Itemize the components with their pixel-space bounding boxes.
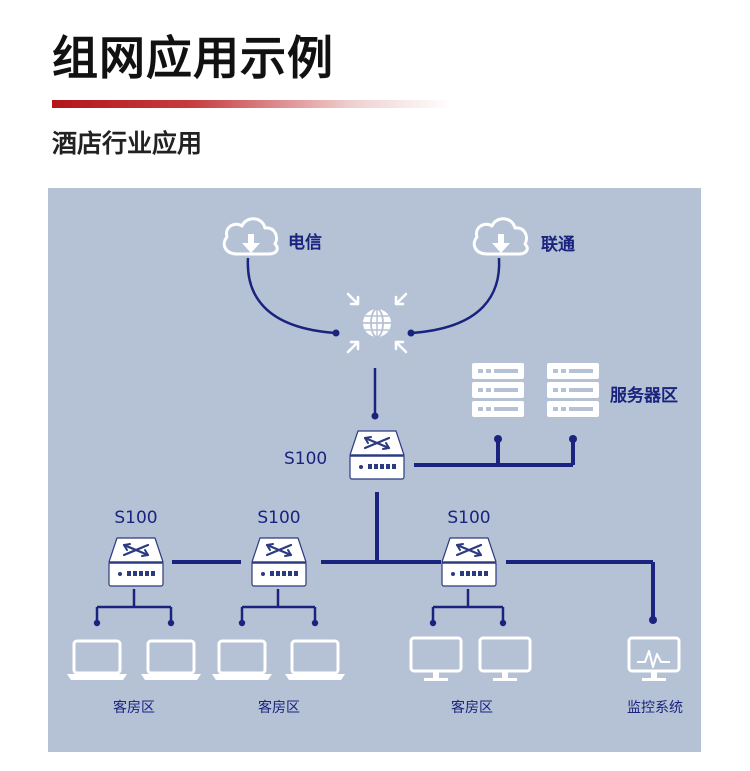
surveillance-monitor-icon	[627, 636, 681, 683]
monitor-icon-2	[478, 636, 532, 683]
monitor-icon-1	[409, 636, 463, 683]
cloud-download-icon-telecom	[222, 217, 279, 256]
label-isp-telecom: 电信	[288, 232, 322, 253]
laptop-icon-3	[210, 639, 274, 682]
label-guest-room-1: 客房区	[113, 699, 155, 716]
page-title: 组网应用示例	[52, 31, 334, 85]
laptop-icon-1	[65, 639, 129, 682]
core-link	[371, 368, 379, 420]
switch-icon-right	[440, 536, 498, 588]
laptop-icon-4	[283, 639, 347, 682]
label-switch-right: S100	[447, 508, 490, 528]
label-guest-room-3: 客房区	[451, 699, 493, 716]
title-underline	[52, 100, 452, 108]
cloud-download-icon-unicom	[472, 217, 529, 256]
server-icon-2	[547, 363, 599, 417]
server-links	[414, 435, 577, 467]
server-icon-1	[472, 363, 524, 417]
label-monitoring: 监控系统	[627, 700, 683, 716]
label-switch-left: S100	[114, 508, 157, 528]
network-diagram: 电信 联通 S100 服务器区 S100 S100 S100 客房	[48, 188, 701, 752]
label-switch-mid: S100	[257, 508, 300, 528]
label-server-area: 服务器区	[610, 385, 678, 406]
switch-icon-mid	[250, 536, 308, 588]
switch-icon-core	[348, 429, 406, 481]
laptop-icon-2	[139, 639, 203, 682]
switch-icon-left	[107, 536, 165, 588]
isp-links	[246, 257, 501, 337]
label-guest-room-2: 客房区	[258, 699, 300, 716]
page-subtitle: 酒店行业应用	[52, 129, 203, 158]
distribution-links	[172, 492, 657, 624]
label-core-switch: S100	[284, 449, 327, 469]
access-links	[93, 589, 507, 627]
internet-globe-icon	[346, 292, 408, 354]
label-isp-unicom: 联通	[541, 235, 575, 255]
